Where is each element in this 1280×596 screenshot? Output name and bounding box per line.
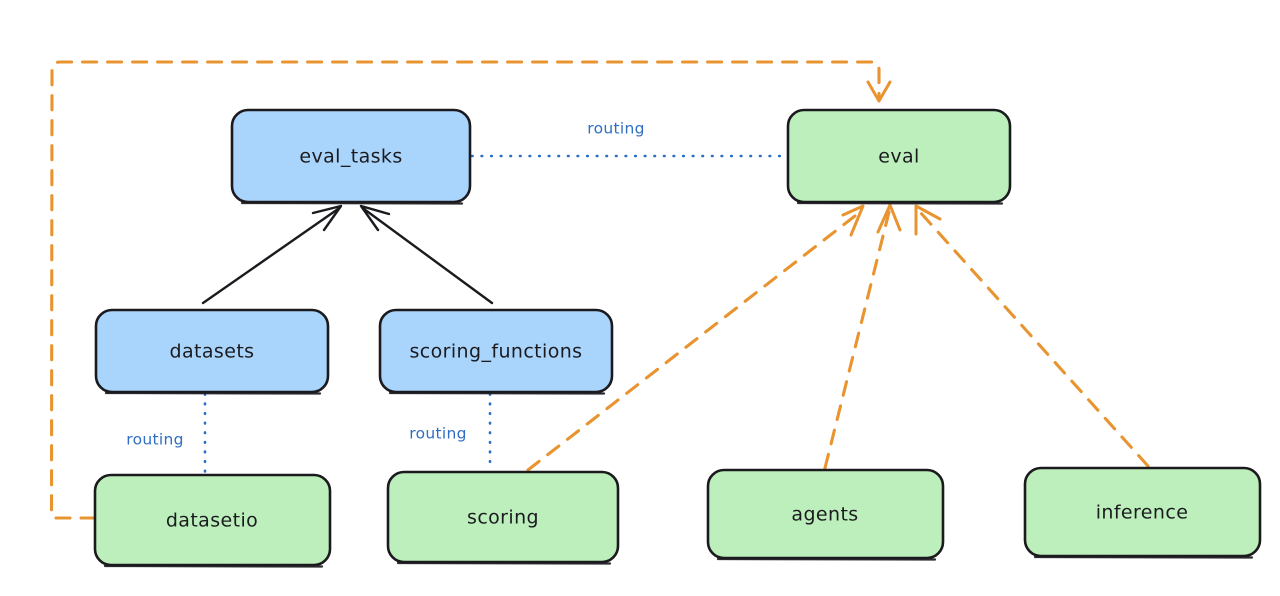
node-layer: eval_tasks eval datasets scoring_functio… bbox=[93, 108, 1262, 568]
node-agents-label: agents bbox=[791, 504, 858, 526]
arrowhead-datasetio-eval bbox=[866, 80, 892, 103]
arrowhead-inference-eval bbox=[914, 204, 942, 236]
edge-agents-eval bbox=[823, 203, 902, 470]
arrowhead-scoring-eval bbox=[841, 204, 865, 237]
edge-path-datasets-eval_tasks bbox=[201, 207, 340, 305]
node-inference[interactable]: inference bbox=[1023, 466, 1262, 559]
node-agents-box[interactable] bbox=[706, 468, 945, 560]
edge-scoring-eval bbox=[526, 204, 865, 472]
edge-inference-eval bbox=[914, 204, 1150, 468]
arrowhead-datasets-eval_tasks bbox=[311, 204, 343, 232]
node-inference-box[interactable] bbox=[1023, 466, 1262, 558]
edge-label-routing-eval_tasks-eval: routing bbox=[587, 120, 645, 138]
edge-path-inference-eval bbox=[918, 210, 1150, 468]
edge-scoring_functions-eval_tasks bbox=[359, 204, 494, 305]
node-datasetio-label: datasetio bbox=[166, 510, 258, 532]
node-datasetio[interactable]: datasetio bbox=[93, 473, 332, 568]
edge-datasetio-eval bbox=[49, 60, 892, 520]
edge-label-layer: routing routing routing bbox=[126, 120, 645, 449]
node-datasets[interactable]: datasets bbox=[94, 308, 330, 395]
node-eval_tasks-label: eval_tasks bbox=[299, 146, 402, 168]
edge-layer bbox=[49, 60, 1150, 520]
edge-label-routing-scoring_functions-scoring: routing bbox=[409, 425, 467, 443]
node-agents[interactable]: agents bbox=[706, 468, 945, 561]
node-scoring-label: scoring bbox=[467, 507, 539, 529]
node-scoring_functions-box[interactable] bbox=[378, 308, 614, 394]
node-eval[interactable]: eval bbox=[786, 108, 1012, 205]
edge-path-agents-eval bbox=[823, 210, 891, 470]
node-datasets-box[interactable] bbox=[94, 308, 330, 394]
node-scoring[interactable]: scoring bbox=[386, 470, 620, 565]
node-scoring-box[interactable] bbox=[386, 470, 620, 564]
node-scoring_functions-label: scoring_functions bbox=[410, 341, 583, 363]
edge-path-scoring_functions-eval_tasks bbox=[362, 207, 494, 305]
edge-label-routing-datasets-datasetio: routing bbox=[126, 431, 184, 449]
arrowhead-agents-eval bbox=[876, 203, 902, 234]
node-scoring_functions[interactable]: scoring_functions bbox=[378, 308, 614, 395]
node-eval-label: eval bbox=[878, 146, 919, 168]
node-eval_tasks-box[interactable] bbox=[230, 108, 472, 204]
arrowhead-scoring_functions-eval_tasks bbox=[359, 204, 391, 232]
node-eval_tasks[interactable]: eval_tasks bbox=[230, 108, 472, 205]
node-datasets-label: datasets bbox=[170, 341, 255, 363]
edge-datasets-eval_tasks bbox=[201, 204, 343, 305]
node-eval-box[interactable] bbox=[786, 108, 1012, 204]
edge-path-scoring-eval bbox=[526, 210, 862, 472]
node-inference-label: inference bbox=[1096, 502, 1189, 524]
node-datasetio-box[interactable] bbox=[93, 473, 332, 567]
